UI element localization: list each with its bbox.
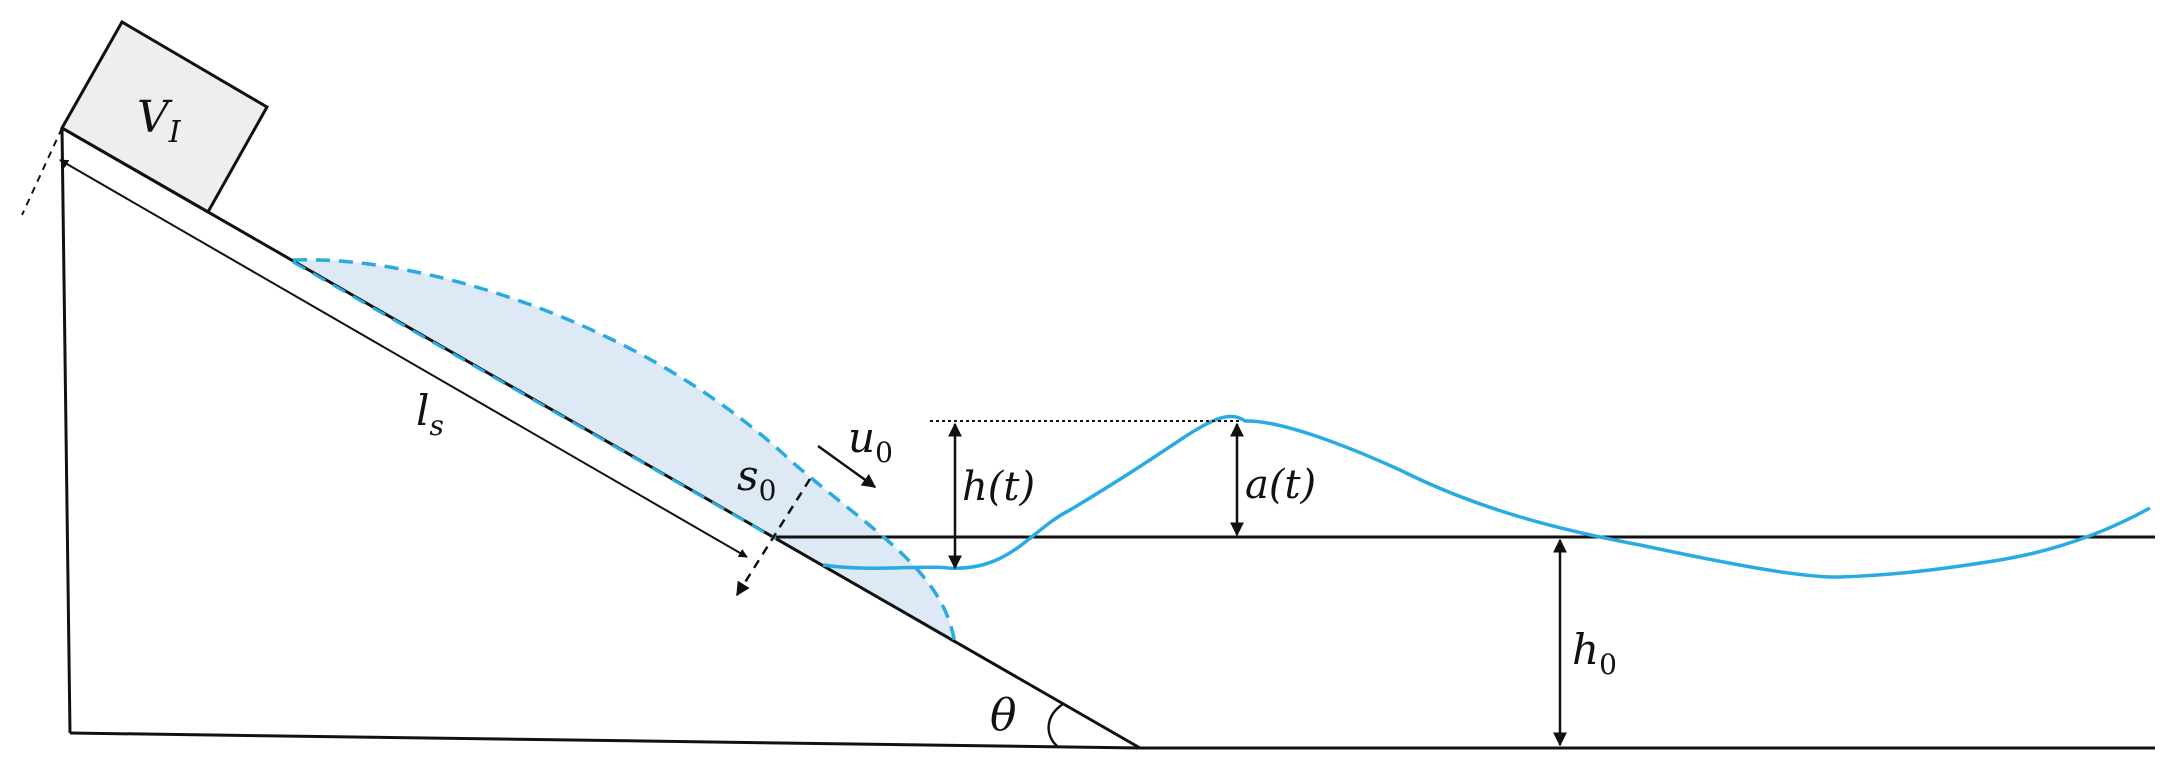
left-wall <box>60 127 72 734</box>
slide-thickness-label: s0 <box>737 451 776 507</box>
velocity-arrow <box>817 444 877 489</box>
velocity-label: u0 <box>848 413 893 469</box>
slide-length-extension-line <box>21 127 63 216</box>
slide-length-arrow <box>59 159 748 558</box>
water-depth-label: h0 <box>1572 625 1617 681</box>
slide-length-label: ls <box>416 386 444 442</box>
ground-line <box>69 731 1141 750</box>
free-surface-wave <box>822 414 2151 579</box>
amplitude-label: a(t) <box>1245 462 1316 508</box>
block-volume-label: VI <box>137 92 182 150</box>
wave-height-label: h(t) <box>962 464 1035 510</box>
slide-thickness-arrow <box>735 478 812 597</box>
slope-angle-arc <box>1047 702 1064 747</box>
slope-angle-label: θ <box>990 690 1017 741</box>
